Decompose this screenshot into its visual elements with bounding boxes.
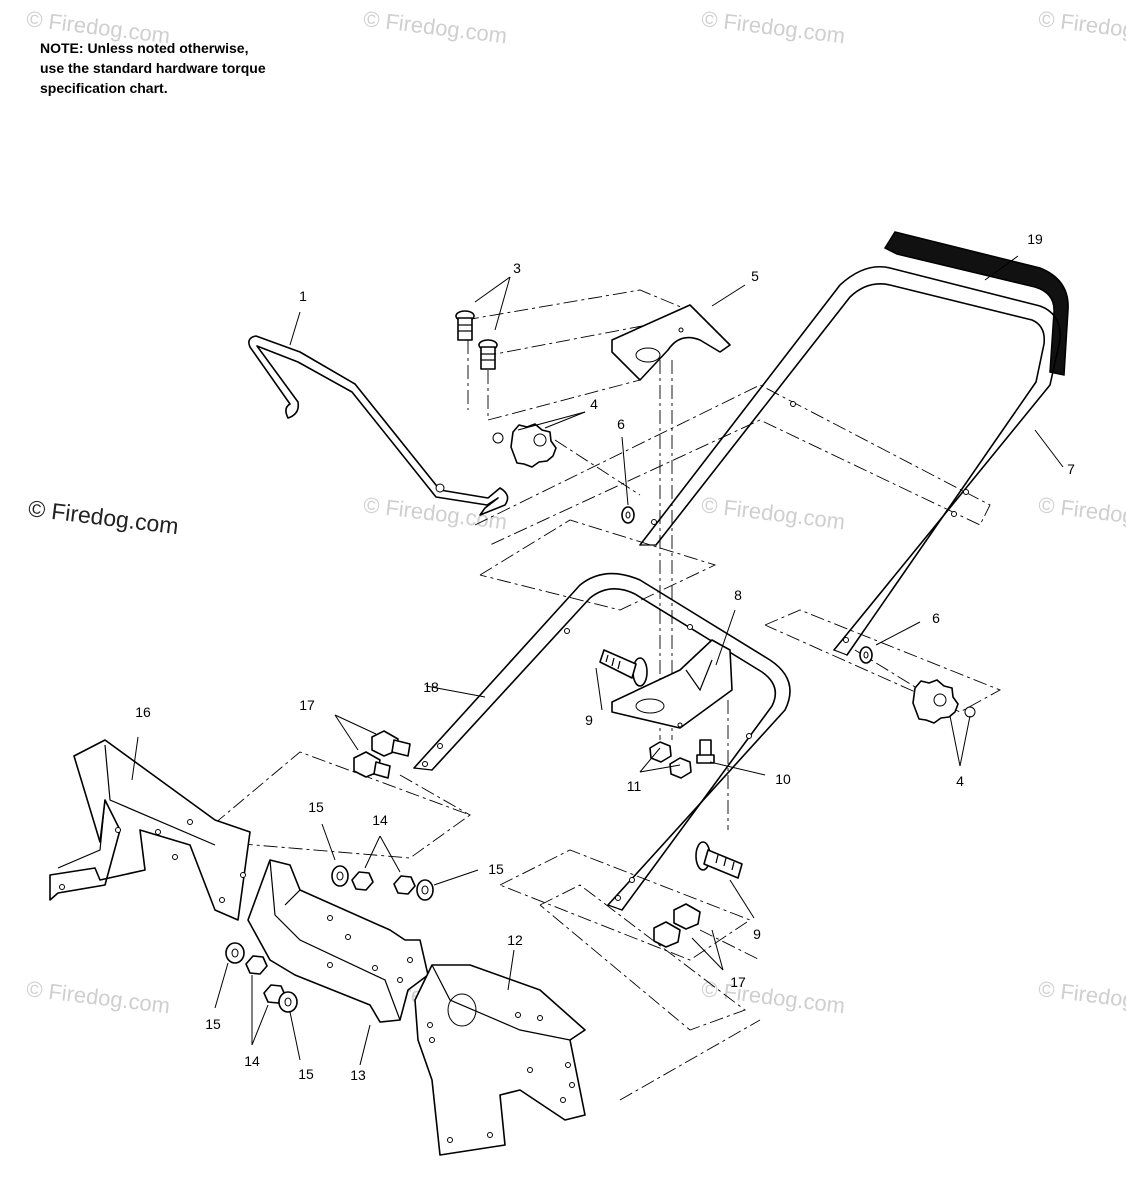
carriage-bolt-lower	[695, 841, 743, 879]
hex-bolts-lower	[653, 903, 701, 948]
washer-lower	[859, 646, 873, 664]
callout-13: 13	[350, 1067, 366, 1083]
callout-9-lower: 9	[753, 926, 761, 942]
callout-12: 12	[507, 932, 523, 948]
note-line: NOTE: Unless noted otherwise,	[40, 40, 249, 56]
callout-7: 7	[1067, 461, 1075, 477]
carriage-bolt-upper	[599, 649, 648, 687]
callout-14-a: 14	[372, 812, 388, 828]
shift-rod	[248, 335, 509, 516]
washers-nuts-lower	[225, 942, 298, 1013]
callout-3: 3	[513, 260, 521, 276]
callout-4-upper: 4	[590, 396, 598, 412]
callout-4-lower: 4	[956, 773, 964, 789]
left-bracket	[49, 739, 251, 921]
right-bracket	[414, 964, 586, 1156]
handle-grip	[883, 231, 1069, 376]
bolts-pair	[455, 310, 498, 370]
callout-9-upper: 9	[585, 712, 593, 728]
washers-nuts-middle	[331, 865, 434, 901]
upper-handle	[639, 266, 1061, 656]
callout-11: 11	[626, 778, 642, 794]
callout-14-b: 14	[244, 1053, 260, 1069]
lower-handle	[413, 572, 791, 911]
callout-19: 19	[1027, 231, 1043, 247]
note-line: use the standard hardware torque	[40, 60, 266, 76]
upper-clamp	[611, 304, 731, 381]
callout-5: 5	[751, 268, 759, 284]
callout-18: 18	[423, 679, 439, 695]
note-line: specification chart.	[40, 80, 168, 96]
callout-17-upper: 17	[299, 697, 315, 713]
hex-bolts-upper	[353, 730, 411, 779]
callout-16: 16	[135, 704, 151, 720]
callout-6-lower: 6	[932, 610, 940, 626]
knob-upper	[492, 423, 557, 468]
alignment-planes	[194, 289, 1002, 1101]
callout-15-b: 15	[488, 861, 504, 877]
small-bolt	[696, 739, 715, 764]
callout-1: 1	[299, 288, 307, 304]
callout-15-a: 15	[308, 799, 324, 815]
lower-clamp	[611, 639, 733, 729]
callout-17-lower: 17	[730, 974, 746, 990]
callout-6-upper: 6	[617, 416, 625, 432]
callout-10: 10	[775, 771, 791, 787]
washer-upper	[621, 506, 635, 524]
callout-8: 8	[734, 587, 742, 603]
callout-15-d: 15	[298, 1066, 314, 1082]
torque-note: NOTE: Unless noted otherwise, use the st…	[40, 38, 266, 98]
hex-nuts	[649, 741, 692, 779]
callout-15-c: 15	[205, 1016, 221, 1032]
knob-lower	[912, 679, 976, 724]
leader-lines	[131, 255, 1064, 1066]
